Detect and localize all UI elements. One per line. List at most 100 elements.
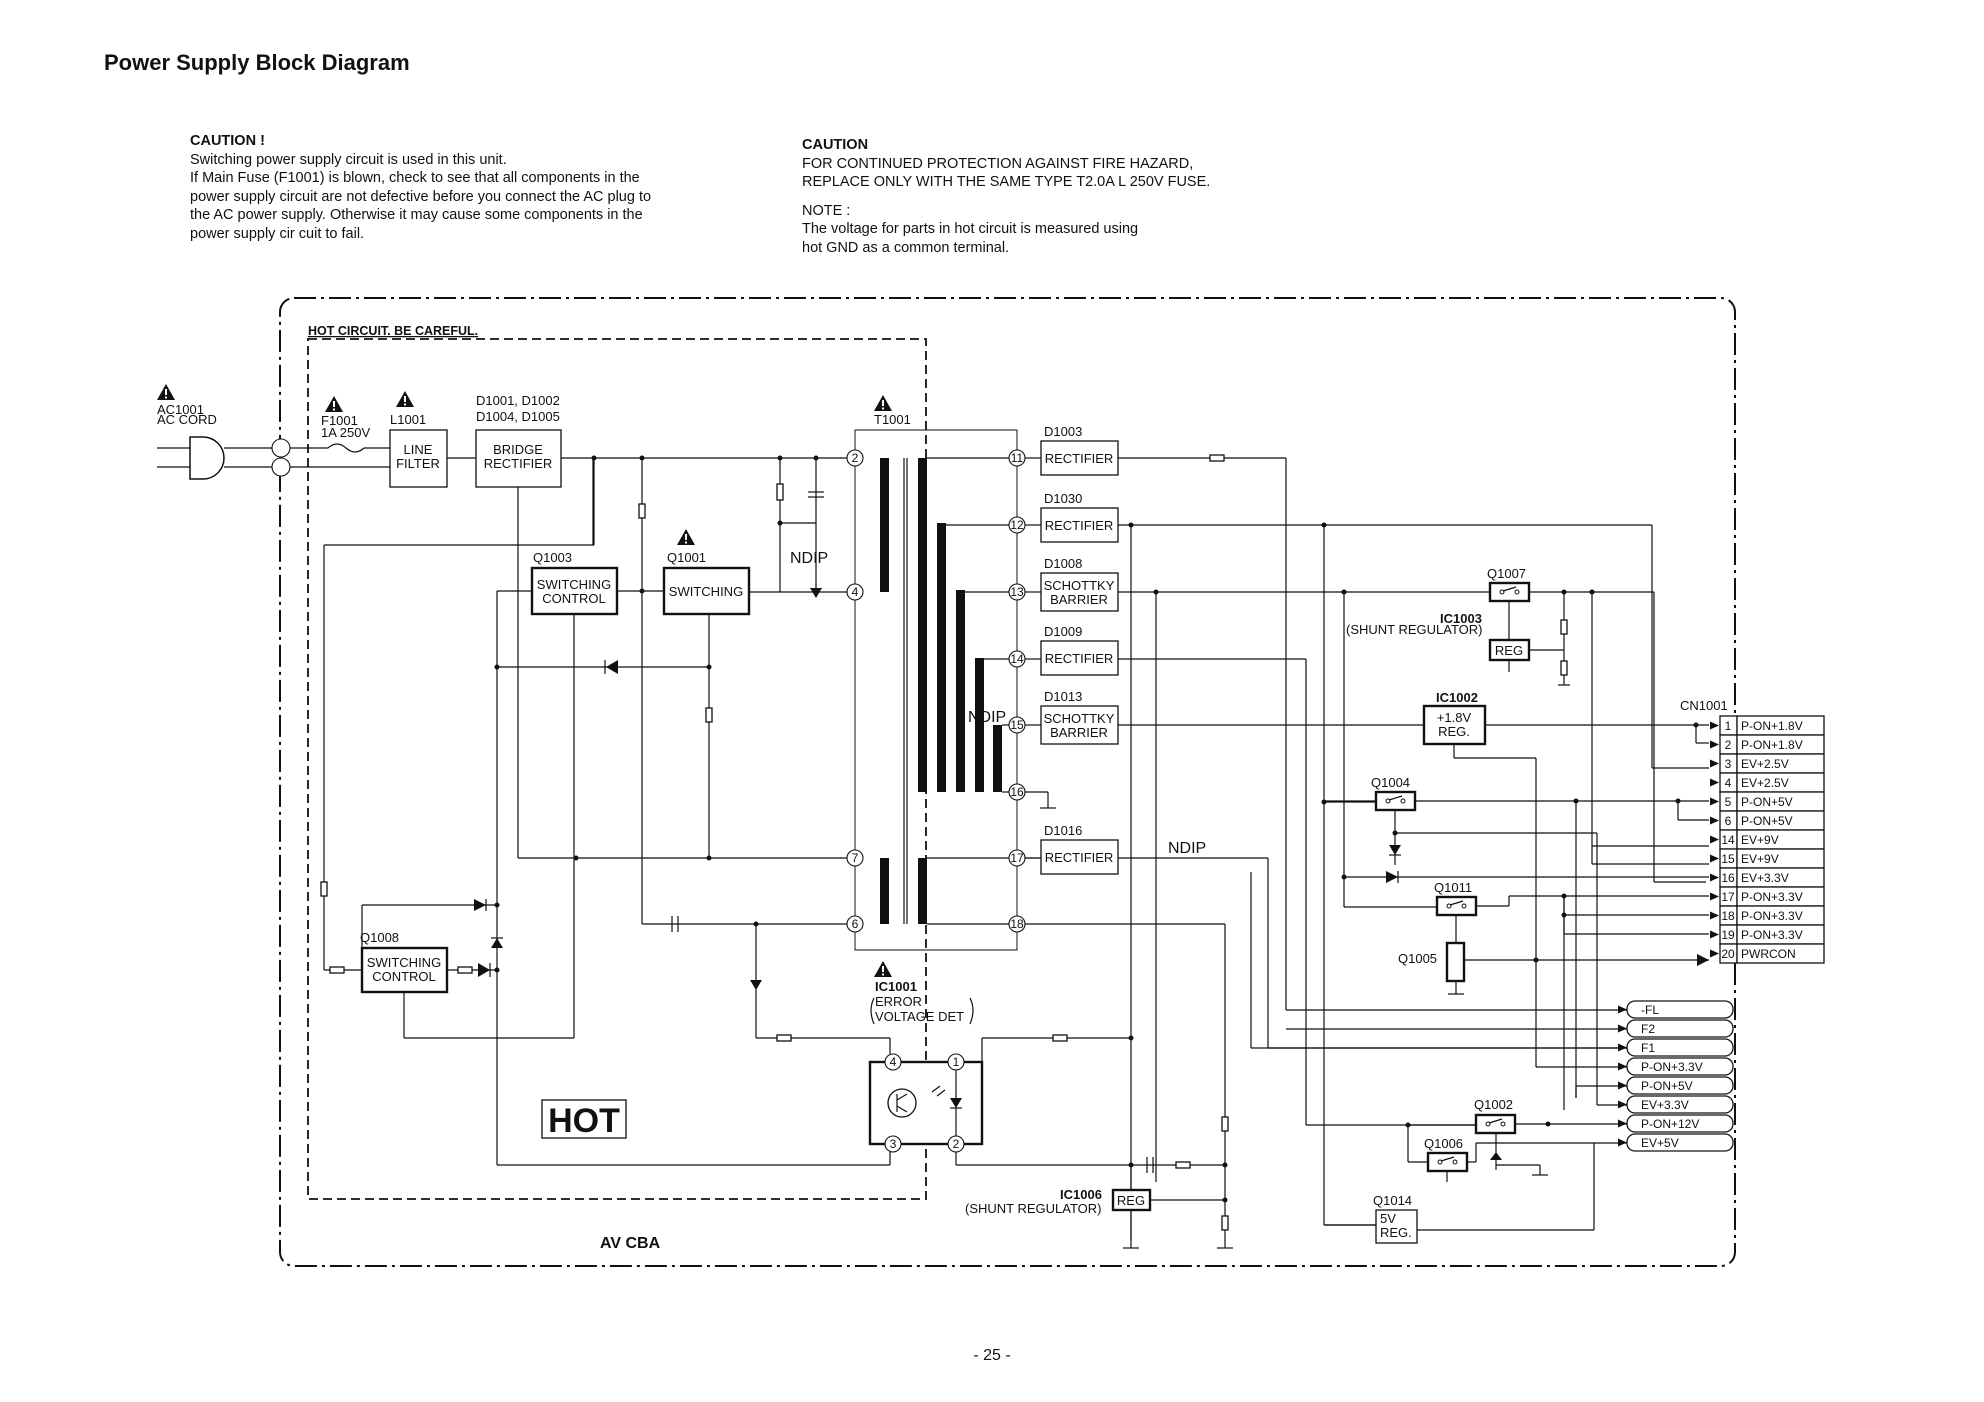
svg-text:P-ON+3.3V: P-ON+3.3V (1641, 1060, 1703, 1074)
transformer-secondary-pin: 11 (1008, 449, 1026, 467)
svg-text:P-ON+5V: P-ON+5V (1641, 1079, 1693, 1093)
caution-right-line: FOR CONTINUED PROTECTION AGAINST FIRE HA… (802, 155, 1194, 172)
svg-text:4: 4 (1725, 776, 1732, 790)
caution-left-line: power supply circuit are not defective b… (190, 188, 652, 205)
svg-text:BARRIER: BARRIER (1050, 725, 1108, 740)
svg-text:D1003: D1003 (1044, 424, 1082, 439)
svg-text:3: 3 (1725, 757, 1732, 771)
caution-right-line: REPLACE ONLY WITH THE SAME TYPE T2.0A L … (802, 174, 1211, 190)
ic1001-text: VOLTAGE DET (875, 1009, 964, 1024)
bridge-ref: D1004, D1005 (476, 409, 560, 424)
transformer-secondary-pin: 13 (1008, 583, 1026, 601)
hot-badge-frame (541, 1099, 627, 1139)
svg-text:17: 17 (1721, 890, 1735, 904)
optocoupler-pin: 1 (947, 1053, 965, 1071)
ac-terminal (271, 457, 291, 477)
ndip-mark: NDIP (968, 709, 1006, 726)
ic1001-text: ERROR (875, 994, 922, 1009)
svg-text:4: 4 (890, 1055, 897, 1069)
rectifier-d1003: D1003 RECTIFIER (1040, 424, 1119, 476)
q1008-text: CONTROL (372, 969, 436, 984)
transformer-secondary-pin: 12 (1008, 516, 1026, 534)
warning-icon (874, 395, 892, 411)
rectifier-d1013: D1013 SCHOTTKY BARRIER (1040, 689, 1119, 745)
optocoupler-pin: 4 (884, 1053, 902, 1071)
svg-text:RECTIFIER: RECTIFIER (1045, 518, 1114, 533)
svg-text:RECTIFIER: RECTIFIER (1045, 850, 1114, 865)
caution-left-line: If Main Fuse (F1001) is blown, check to … (190, 170, 640, 186)
transformer-primary-pin: 6 (846, 915, 864, 933)
board-label: AV CBA (600, 1235, 661, 1252)
svg-text:D1016: D1016 (1044, 823, 1082, 838)
output-labels: -FLF2F1P-ON+3.3VP-ON+5VEV+3.3VP-ON+12VEV… (1618, 1000, 1734, 1152)
q1004-ref: Q1004 (1371, 775, 1410, 790)
caution-left-line: the AC power supply. Otherwise it may ca… (190, 207, 643, 223)
svg-text:P-ON+5V: P-ON+5V (1741, 795, 1793, 809)
caution-left-line: Switching power supply circuit is used i… (190, 151, 507, 168)
bridge-text: RECTIFIER (484, 456, 553, 471)
ic1001-ref: IC1001 (875, 979, 917, 994)
fuse-rating: 1A 250V (321, 425, 370, 440)
ic1002-ref: IC1002 (1436, 690, 1478, 705)
svg-text:6: 6 (852, 917, 859, 931)
page-number: - 25 - (973, 1347, 1011, 1364)
output-label: F1 (1618, 1038, 1734, 1057)
note-heading: NOTE : (802, 202, 851, 219)
svg-text:SCHOTTKY: SCHOTTKY (1044, 578, 1115, 593)
svg-text:EV+3.3V: EV+3.3V (1741, 871, 1789, 885)
svg-text:EV+9V: EV+9V (1741, 852, 1779, 866)
q1001-text: SWITCHING (669, 584, 743, 599)
q1001-switching-block (662, 566, 751, 616)
caution-left-line: power supply cir cuit to fail. (190, 225, 365, 242)
svg-text:15: 15 (1721, 852, 1735, 866)
bridge-text: BRIDGE (493, 442, 543, 457)
caution-left-heading: CAUTION ! (190, 133, 265, 149)
output-label: -FL (1618, 1000, 1734, 1019)
ic1003-ref: IC1003 (1440, 611, 1482, 626)
caution-right-heading: CAUTION (802, 137, 869, 153)
rectifier-d1030: D1030 RECTIFIER (1040, 491, 1119, 543)
svg-text:EV+9V: EV+9V (1741, 833, 1779, 847)
q1014-ref: Q1014 (1373, 1193, 1412, 1208)
rectifier-d1008: D1008 SCHOTTKY BARRIER (1040, 556, 1119, 612)
svg-text:13: 13 (1010, 585, 1024, 599)
svg-text:2: 2 (852, 451, 859, 465)
svg-text:11: 11 (1011, 451, 1024, 465)
ic1006-text: REG (1117, 1193, 1145, 1208)
connector-pin-row: 15 EV+9V (1710, 848, 1825, 869)
svg-text:P-ON+1.8V: P-ON+1.8V (1741, 738, 1803, 752)
output-label: EV+5V (1618, 1133, 1734, 1152)
q1001-ref: Q1001 (667, 550, 706, 565)
svg-text:EV+5V: EV+5V (1641, 1136, 1679, 1150)
transformer-primary-pin: 4 (846, 583, 864, 601)
q1003-switching-control-block (530, 566, 619, 616)
svg-text:D1030: D1030 (1044, 491, 1082, 506)
hot-circuit-label: HOT CIRCUIT. BE CAREFUL. (308, 324, 478, 338)
q1011-ref: Q1011 (1434, 880, 1472, 895)
line-filter-text: FILTER (396, 456, 440, 471)
fuse-symbol (327, 443, 365, 453)
svg-text:P-ON+12V: P-ON+12V (1641, 1117, 1699, 1131)
output-label: EV+3.3V (1618, 1095, 1734, 1114)
warning-icon (874, 961, 892, 977)
svg-text:18: 18 (1721, 909, 1735, 923)
svg-text:D1013: D1013 (1044, 689, 1082, 704)
svg-text:14: 14 (1010, 652, 1024, 666)
svg-text:6: 6 (1725, 814, 1732, 828)
warning-icon (677, 529, 695, 545)
rectifier-d1016: D1016 RECTIFIER (1040, 823, 1119, 875)
svg-text:4: 4 (852, 585, 859, 599)
ic1002-text: +1.8V (1437, 710, 1472, 725)
svg-text:P-ON+3.3V: P-ON+3.3V (1741, 909, 1803, 923)
note-line: The voltage for parts in hot circuit is … (802, 221, 1139, 237)
transformer-secondary-pin: 17 (1008, 849, 1026, 867)
svg-text:3: 3 (890, 1137, 897, 1151)
svg-text:15: 15 (1010, 718, 1024, 732)
svg-text:7: 7 (852, 851, 859, 865)
svg-text:5: 5 (1725, 795, 1732, 809)
